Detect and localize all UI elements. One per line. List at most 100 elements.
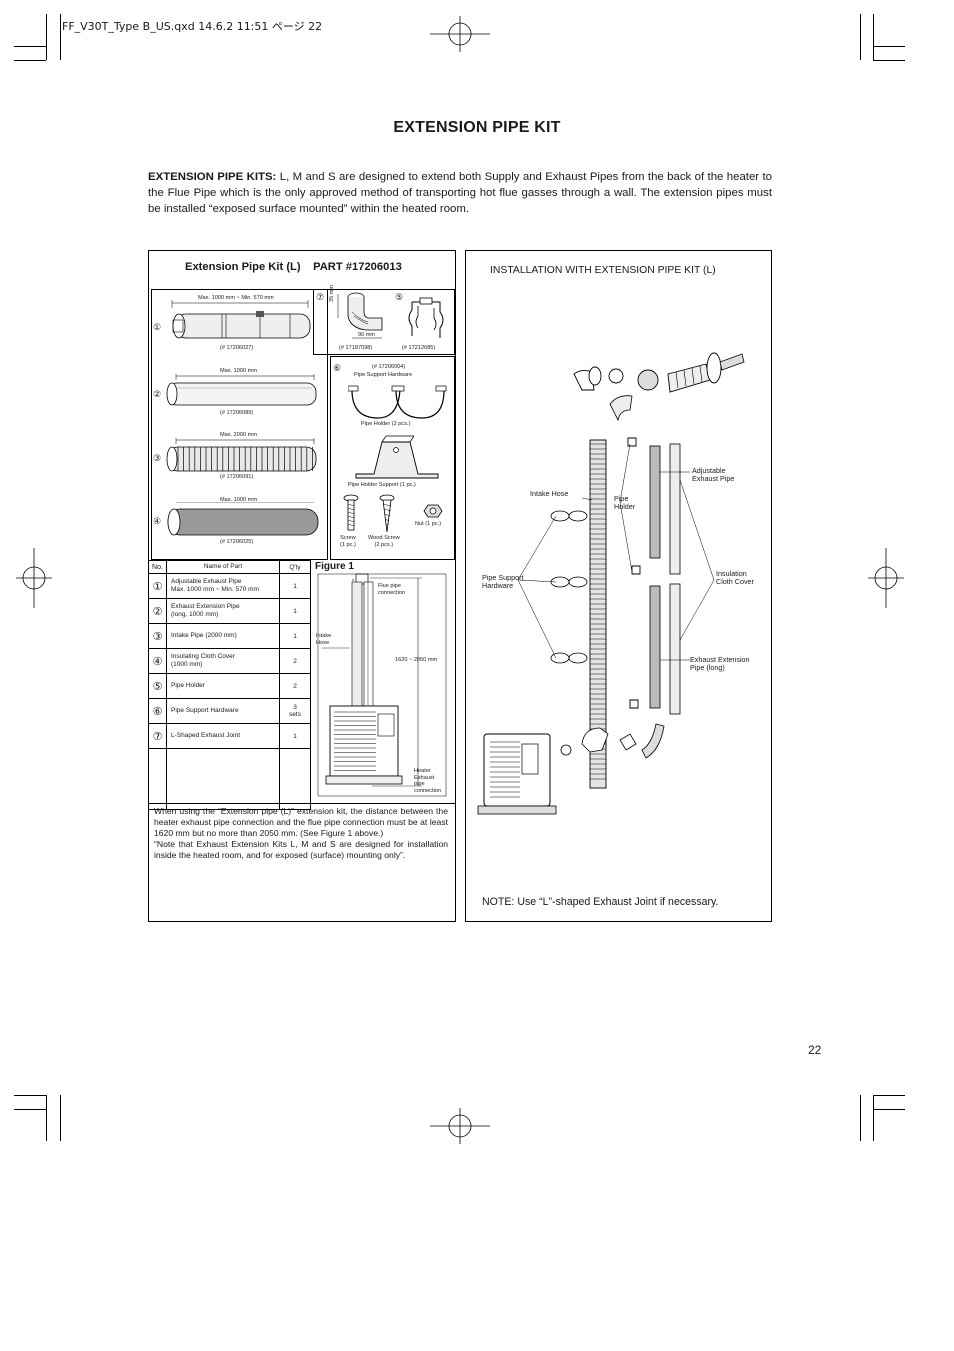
installation-heading: INSTALLATION WITH EXTENSION PIPE KIT (L) xyxy=(490,265,716,276)
row-qty: 1 xyxy=(279,598,311,624)
label-support-hardware: Pipe Support Hardware xyxy=(482,573,524,591)
crop-mark xyxy=(860,1095,861,1141)
figure1-range-label: 1620 ~ 2050 mm xyxy=(395,657,438,663)
pipe2-number: ② xyxy=(153,389,162,399)
table-row: ③ Intake Pipe (2000 mm) 1 xyxy=(148,623,311,649)
col-header-name: Name of Part xyxy=(166,560,280,574)
label-intake-hose: Intake Hose xyxy=(530,489,569,498)
pipe3-code: (# 17206091) xyxy=(220,474,254,480)
row-no: ⑥ xyxy=(148,698,167,724)
row-name: Adjustable Exhaust Pipe Max. 1000 mm ~ M… xyxy=(166,573,280,599)
table-row: ⑤ Pipe Holder 2 xyxy=(148,673,311,699)
figure1-flue-label: Flue pipe connection xyxy=(378,583,406,596)
holder-support-drawing xyxy=(355,435,439,479)
row-name: Pipe Support Hardware xyxy=(166,698,280,724)
crop-mark xyxy=(873,1109,905,1110)
pipe-holder-label: Pipe Holder (2 pcs.) xyxy=(361,421,411,427)
crop-mark xyxy=(873,1095,874,1141)
screw-label: Screw (1 pc.) xyxy=(340,535,356,548)
row-qty: 2 xyxy=(279,648,311,674)
table-row: ② Exhaust Extension Pipe (long, 1000 mm)… xyxy=(148,598,311,624)
table-row: ④ Insulating Cloth Cover (1000 mm) 2 xyxy=(148,648,311,674)
kit-part-number: PART #17206013 xyxy=(313,261,402,273)
table-header-row: No. Name of Part Q'ty xyxy=(148,560,311,574)
row-qty: 1 xyxy=(279,573,311,599)
row-qty: 2 xyxy=(279,673,311,699)
adjustable-exhaust-pipe-drawing xyxy=(171,300,311,339)
registration-target xyxy=(16,548,52,608)
crop-mark xyxy=(873,46,905,47)
pipe4-code: (# 17206025) xyxy=(220,539,254,545)
crop-mark xyxy=(14,1095,46,1096)
registration-target xyxy=(430,1108,490,1144)
crop-mark xyxy=(14,1109,46,1110)
distance-notice: When using the “Extension pipe (L)” exte… xyxy=(154,806,448,860)
figure1-heater-label: Heater Exhaust pipe connection xyxy=(414,768,442,794)
wood-screw-icon xyxy=(379,494,395,533)
nut-label: Nut (1 pc.) xyxy=(415,521,442,527)
page-number: 22 xyxy=(808,1043,822,1057)
figure1-title: Figure 1 xyxy=(315,561,354,572)
crop-mark xyxy=(14,46,46,47)
part5-number: ⑤ xyxy=(395,292,404,302)
crop-mark xyxy=(860,14,861,60)
installation-note: NOTE: Use “L”-shaped Exhaust Joint if ne… xyxy=(482,896,719,908)
pipe1-code: (# 17206027) xyxy=(220,345,254,351)
pipe3-number: ③ xyxy=(153,453,162,463)
intro-lead: EXTENSION PIPE KITS: xyxy=(148,171,277,183)
row-no: ⑦ xyxy=(148,723,167,749)
row-name xyxy=(166,748,280,810)
part7-number: ⑦ xyxy=(316,292,325,302)
registration-target xyxy=(868,548,904,608)
crop-mark xyxy=(46,14,47,60)
part7-dim-vertical: 35 mm xyxy=(329,284,335,302)
intro-body: L, M and S are designed to extend both S… xyxy=(148,171,772,215)
row-name: Exhaust Extension Pipe (long, 1000 mm) xyxy=(166,598,280,624)
pipe2-dimension: Max. 1000 mm xyxy=(220,368,257,374)
registration-target xyxy=(430,16,490,52)
part7-dim-horizontal: 90 mm xyxy=(358,332,376,338)
nut-icon xyxy=(423,504,443,518)
kit-name: Extension Pipe Kit (L) xyxy=(185,261,301,273)
pipe-holder-pair-drawing xyxy=(348,385,447,419)
joint-frame xyxy=(313,289,455,355)
row-name: Insulating Cloth Cover (1000 mm) xyxy=(166,648,280,674)
pipe4-dimension: Max. 1000 mm xyxy=(220,497,257,503)
wood-screw-label: Wood Screw (2 pcs.) xyxy=(368,535,400,548)
part6-number: ⑥ xyxy=(333,363,342,373)
row-no: ① xyxy=(148,573,167,599)
table-row: ⑥ Pipe Support Hardware 3 sets xyxy=(148,698,311,724)
crop-mark xyxy=(873,1095,905,1096)
row-no: ④ xyxy=(148,648,167,674)
row-no: ⑤ xyxy=(148,673,167,699)
part7-code: (# 17187098) xyxy=(339,345,373,351)
crop-mark xyxy=(46,1095,47,1141)
pipe3-dimension: Max. 2000 mm xyxy=(220,432,257,438)
kit-heading: Extension Pipe Kit (L) PART #17206013 xyxy=(185,261,402,273)
table-row-empty xyxy=(148,748,311,810)
pipe4-number: ④ xyxy=(153,516,162,526)
intro-paragraph: EXTENSION PIPE KITS: L, M and S are desi… xyxy=(148,169,772,217)
part6-title: Pipe Support Hardware xyxy=(354,372,413,378)
part6-code: (# 17206004) xyxy=(372,364,406,370)
crop-mark xyxy=(14,60,46,61)
notice-divider xyxy=(148,803,456,804)
figure1-intake-label: Intake Hose xyxy=(316,633,332,646)
page-title: EXTENSION PIPE KIT xyxy=(393,119,561,136)
insulating-cover-drawing xyxy=(167,502,319,536)
holder-support-label: Pipe Holder Support (1 pc.) xyxy=(348,482,416,488)
row-name: L-Shaped Exhaust Joint xyxy=(166,723,280,749)
row-no: ② xyxy=(148,598,167,624)
pipe1-number: ① xyxy=(153,322,162,332)
file-header: FF_V30T_Type B_US.qxd 14.6.2 11:51 ページ 2… xyxy=(62,20,323,33)
row-qty xyxy=(279,748,311,810)
col-header-no: No. xyxy=(148,560,167,574)
pipe1-dimension: Max. 1000 mm ~ Min. 570 mm xyxy=(198,295,274,301)
label-extension-pipe: Exhaust Extension Pipe (long) xyxy=(690,655,750,673)
row-qty: 1 xyxy=(279,623,311,649)
col-header-qty: Q'ty xyxy=(279,560,311,574)
pipes-frame xyxy=(151,289,328,560)
part5-code: (# 17212685) xyxy=(402,345,436,351)
row-name: Intake Pipe (2000 mm) xyxy=(166,623,280,649)
pipe-holder-drawing xyxy=(408,297,444,338)
